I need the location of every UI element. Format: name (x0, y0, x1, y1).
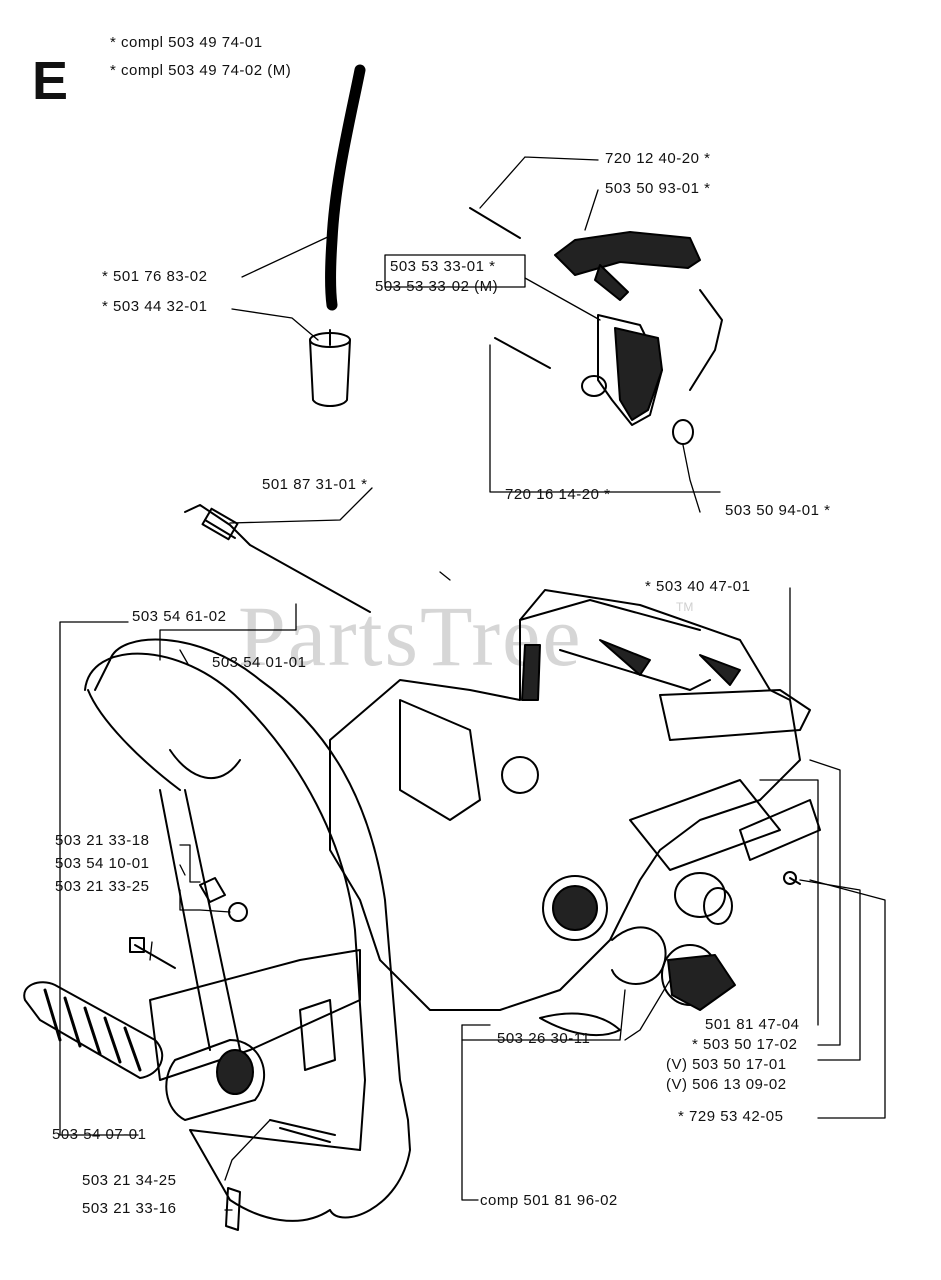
part-label: 503 50 93-01 * (605, 180, 711, 197)
part-label: * 503 44 32-01 (102, 298, 208, 315)
part-label: 501 81 47-04 (705, 1016, 800, 1033)
part-label: * 503 50 17-02 (692, 1036, 798, 1053)
watermark-trademark: TM (676, 600, 694, 614)
part-label: * 501 76 83-02 (102, 268, 208, 285)
part-label: 503 54 61-02 (132, 608, 227, 625)
part-label: 503 53 33-02 (M) (375, 278, 499, 295)
part-label: comp 501 81 96-02 (480, 1192, 618, 1209)
fuel-hose (325, 64, 366, 311)
part-label: (V) 506 13 09-02 (666, 1076, 787, 1093)
handle-base (149, 949, 361, 1143)
part-label: 503 21 34-25 (82, 1172, 177, 1189)
leader-lines (59, 156, 886, 1211)
part-label: 503 54 07-01 (52, 1126, 147, 1143)
small-fasteners (129, 871, 801, 1231)
part-label: * 729 53 42-05 (678, 1108, 784, 1125)
part-label: 503 21 33-16 (82, 1200, 177, 1217)
part-label: (V) 503 50 17-01 (666, 1056, 787, 1073)
part-label: 501 87 31-01 * (262, 476, 368, 493)
part-label: 503 54 01-01 (212, 654, 307, 671)
long-bolt (184, 504, 371, 613)
part-label: 503 21 33-18 (55, 832, 150, 849)
part-label: 720 12 40-20 * (605, 150, 711, 167)
crankcase (329, 589, 821, 1011)
part-label: 503 54 10-01 (55, 855, 150, 872)
part-label: 503 53 33-01 * (390, 258, 496, 275)
fuel-filter (309, 329, 351, 407)
part-label: 503 50 94-01 * (725, 502, 831, 519)
section-letter: E (32, 51, 69, 111)
throttle-lock (469, 207, 701, 301)
part-label: * 503 40 47-01 (645, 578, 751, 595)
rubber-grip (23, 981, 164, 1079)
part-label: * compl 503 49 74-02 (M) (110, 62, 292, 79)
oil-pump (611, 872, 736, 1011)
part-label: 503 21 33-25 (55, 878, 150, 895)
part-label: 503 26 30-11 (497, 1030, 591, 1047)
throttle-trigger (494, 289, 723, 445)
part-label: 720 16 14-20 * (505, 486, 611, 503)
part-label: * compl 503 49 74-01 (110, 34, 263, 51)
